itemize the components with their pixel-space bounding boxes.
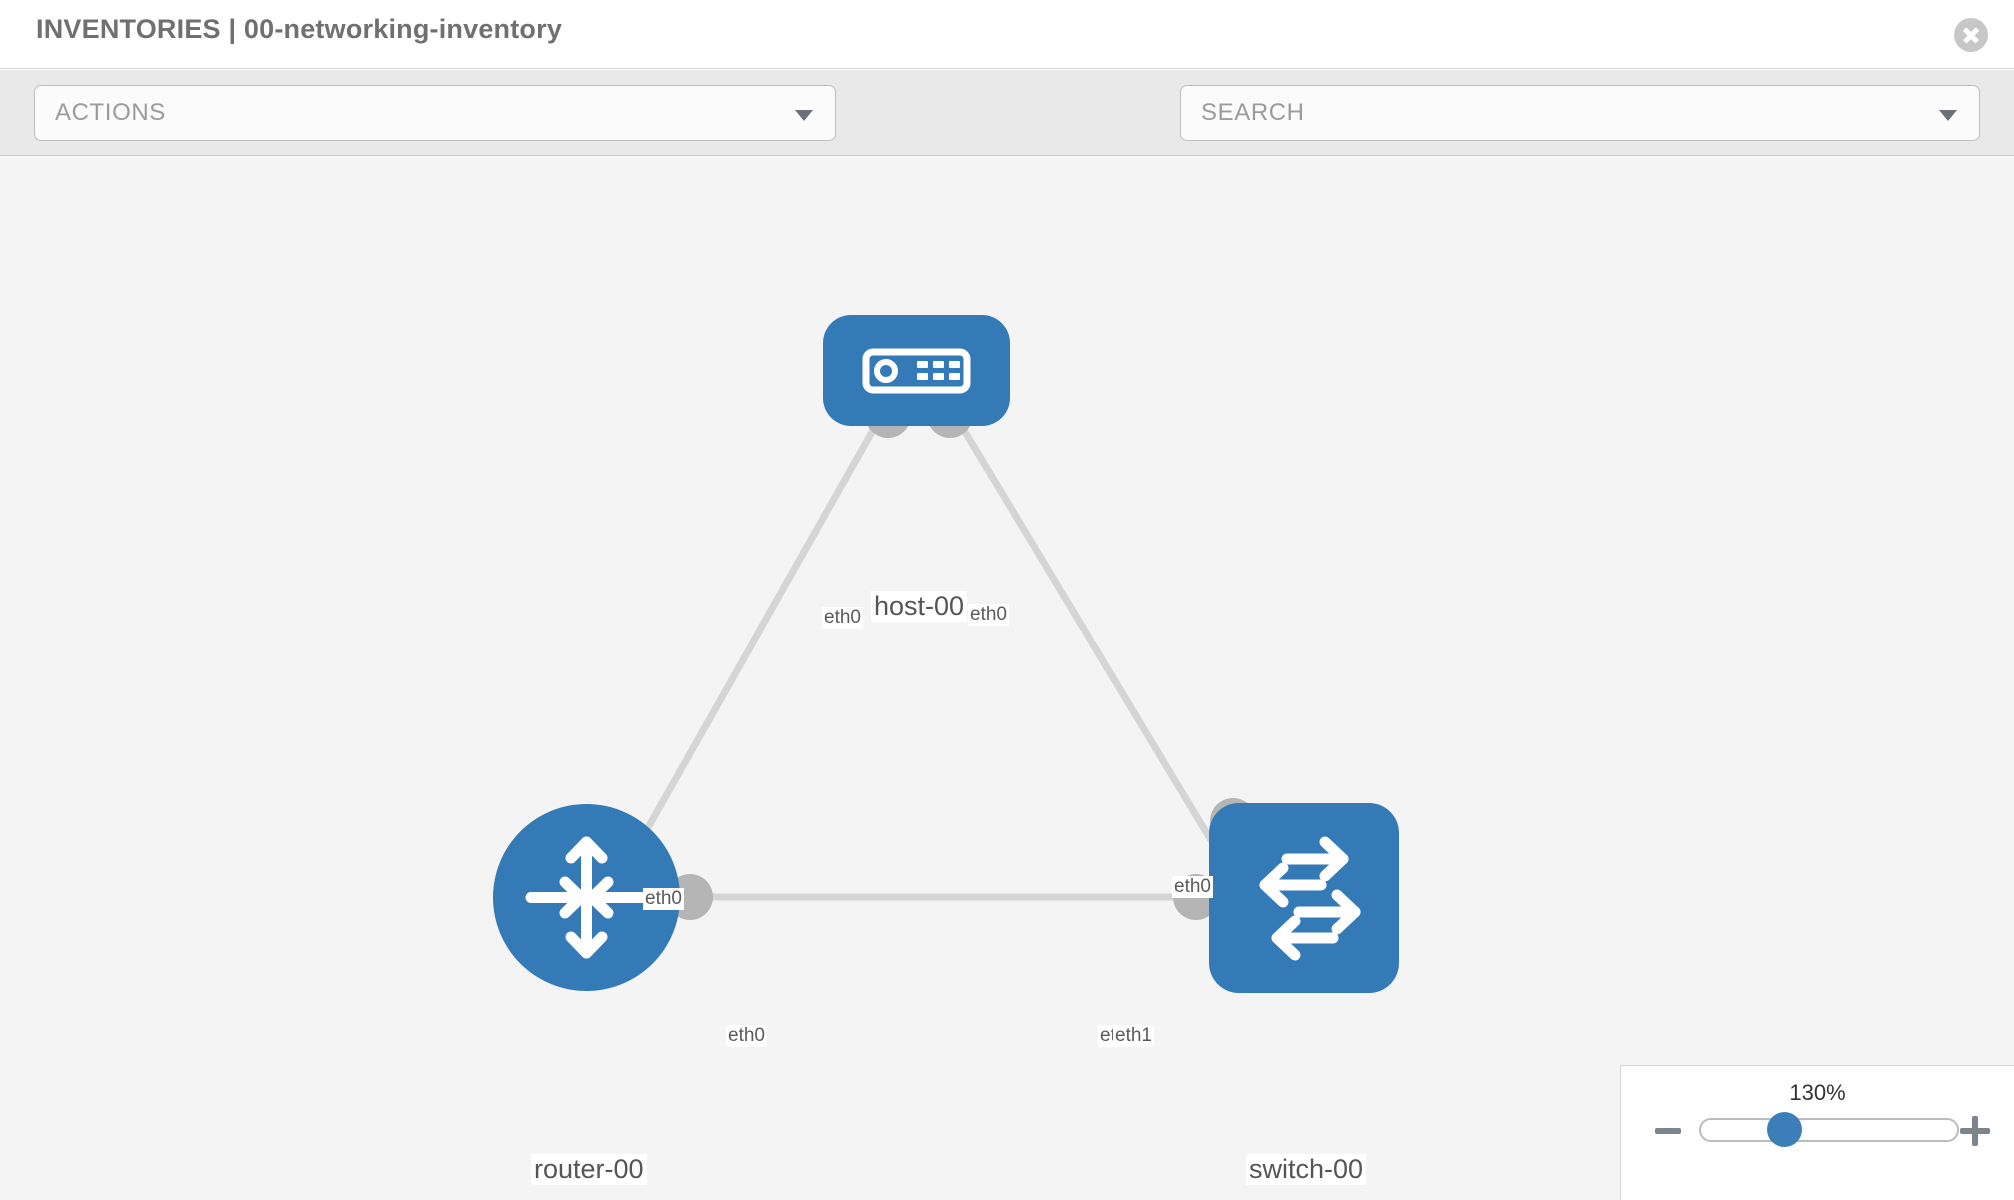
router-arrows-icon [525,836,648,959]
close-icon[interactable] [1954,18,1988,52]
link-lines [616,400,1235,901]
interface-label-host-left: eth0 [822,607,863,629]
server-icon [862,348,971,394]
link-host-router [616,400,893,879]
switch-arrows-icon [1259,836,1361,961]
page-header: INVENTORIES | 00-networking-inventory [0,0,2014,69]
zoom-slider-track[interactable] [1699,1118,1959,1142]
topology-links-layer [616,392,1256,920]
page-title: INVENTORIES | 00-networking-inventory [36,14,563,44]
minus-icon[interactable] [1655,1128,1681,1134]
chevron-down-icon [795,110,813,121]
interface-label-switch-uplink: eth0 [1172,876,1213,898]
zoom-slider-thumb[interactable] [1767,1112,1802,1147]
actions-dropdown-label: ACTIONS [55,99,166,126]
node-label-router-00: router-00 [531,1154,647,1185]
interface-label-host-right: eth0 [968,604,1009,626]
interface-label-switch-eth1: eth1 [1113,1025,1154,1047]
topology-canvas[interactable]: host-00 router-00 switch-00 eth0 eth0 et… [0,157,2014,1200]
node-label-switch-00: switch-00 [1246,1154,1367,1185]
interface-label-router-eth0: eth0 [726,1025,767,1047]
node-label-host-00: host-00 [871,591,968,622]
chevron-down-icon [1939,110,1957,121]
link-host-switch [944,400,1235,877]
zoom-level-value: 130% [1789,1080,1846,1105]
link-sockets [667,392,1256,920]
zoom-control-panel: 130% [1620,1065,2014,1200]
search-input[interactable]: SEARCH [1180,85,1980,141]
plus-icon[interactable] [1960,1116,1990,1146]
search-placeholder: SEARCH [1201,99,1305,126]
interface-label-router-uplink: eth0 [643,888,684,910]
topology-node-router-00[interactable] [493,804,680,991]
actions-dropdown[interactable]: ACTIONS [34,85,836,141]
interface-label-switch-occluded: et [1098,1025,1118,1047]
topology-node-switch-00[interactable] [1209,803,1399,993]
toolbar: ACTIONS SEARCH [0,70,2014,198]
topology-node-host-00[interactable] [823,315,1010,426]
